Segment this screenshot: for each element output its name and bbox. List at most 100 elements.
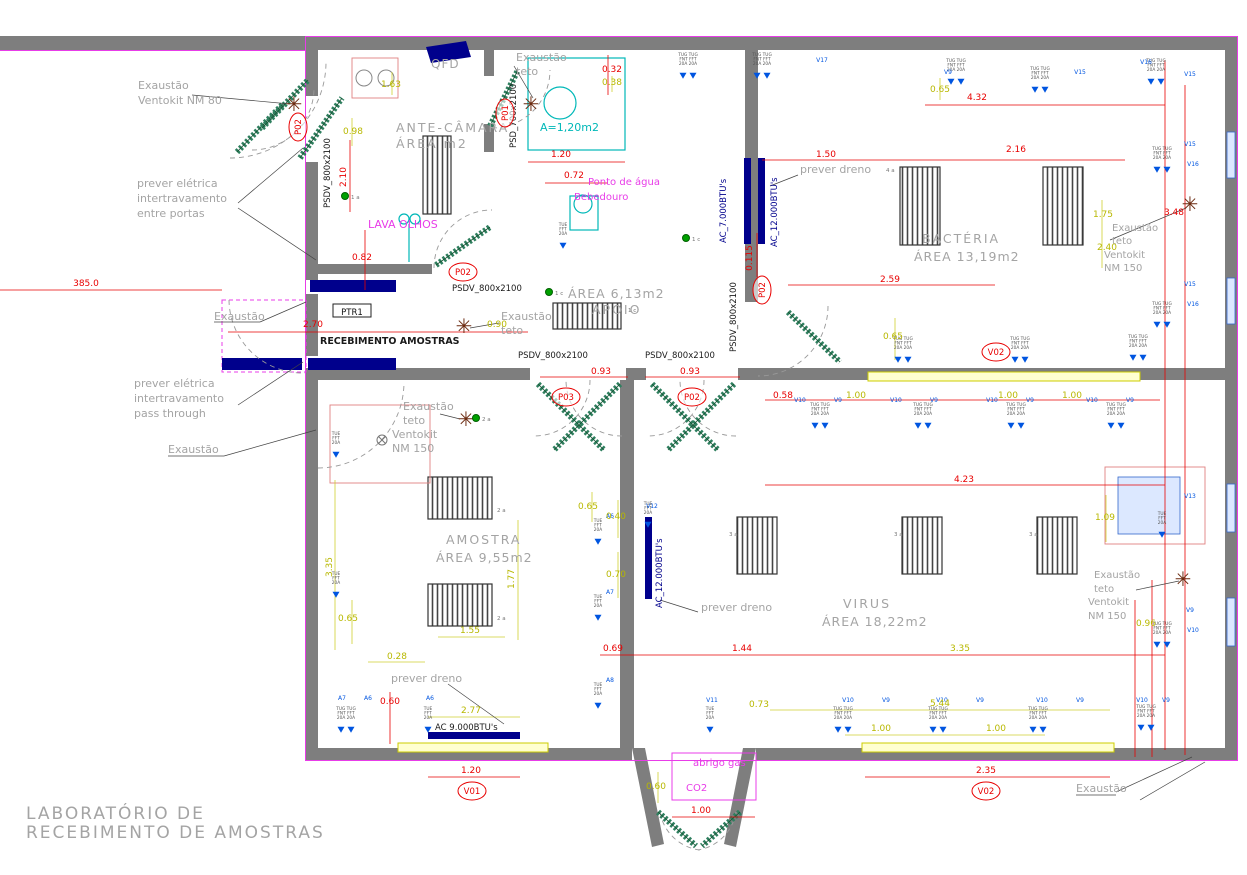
light-point-icon — [341, 192, 349, 200]
circuit-label: V16 — [1140, 59, 1152, 66]
outlet-label: FNT FFT — [1107, 407, 1125, 413]
outlet-label: FNT FFT — [1153, 151, 1171, 157]
outlet-label: 20A 20A — [1147, 67, 1165, 73]
wall-segment — [318, 264, 432, 274]
equipment-bar — [428, 732, 520, 739]
lab-bench — [422, 135, 452, 215]
ceiling-fan-icon — [378, 436, 386, 444]
tag-text: P03 — [558, 393, 574, 403]
annotation: Exaustão — [1112, 223, 1158, 234]
bench-tag: 4 a — [886, 168, 895, 174]
outlet-triangle-icon — [1137, 724, 1145, 731]
outlet-triangle-icon — [1129, 354, 1137, 361]
circuit-label: V10 — [890, 397, 902, 404]
outlet-triangle-icon — [1163, 166, 1171, 173]
dimension-text: 5.44 — [930, 699, 950, 709]
equipment-bar — [744, 158, 751, 244]
annotation: PSDV_800x2100 — [323, 138, 333, 208]
outlet-triangle-icon — [957, 78, 965, 85]
light-point-label: 2 a — [482, 417, 491, 423]
outlet-label: TUG TUG — [1029, 66, 1050, 72]
outlet-triangle-icon — [594, 614, 602, 621]
window-band — [861, 742, 1115, 753]
dimension-text: 0.69 — [603, 644, 623, 654]
dimension-text: 2.40 — [1097, 243, 1117, 253]
circuit-label: V9 — [944, 69, 952, 76]
dimension-text: 1.00 — [691, 806, 711, 816]
leader-line — [439, 413, 461, 420]
circuit-label: V10 — [794, 397, 806, 404]
outlet-label: 20A — [332, 440, 340, 446]
outlet-triangle-icon — [1031, 86, 1039, 93]
outlet-label: 20A 20A — [1031, 75, 1049, 81]
annotation: pass through — [134, 407, 206, 420]
outlet-label: FNT FFT — [1137, 709, 1155, 715]
outlet-label: TUE — [593, 682, 603, 688]
annotation: ÁREA 6,13m2 — [568, 286, 665, 301]
detail-frame — [329, 404, 431, 484]
wall-segment — [632, 748, 664, 847]
outlet-label: FNT FFT — [1029, 711, 1047, 717]
outlet-label: 20A 20A — [1153, 310, 1171, 316]
tag-p02: P02 — [288, 112, 308, 142]
outlet-label: FNT FFT — [947, 63, 965, 69]
dimension-text: 1.00 — [986, 724, 1006, 734]
window-mark — [1226, 131, 1236, 179]
tag-p03: P03 — [551, 387, 581, 407]
door-leaf-edge — [651, 383, 719, 451]
annotation: Exaustão — [1076, 782, 1127, 795]
bench-tag: 3 a — [1029, 532, 1038, 538]
circuit-label: V9 — [834, 397, 842, 404]
circuit-label: V9 — [1126, 397, 1134, 404]
leader-line — [1115, 756, 1193, 793]
door-swing-arc — [533, 379, 591, 437]
circuit-label: V15 — [1184, 71, 1196, 78]
outlet-label: FFT — [1158, 516, 1166, 522]
tag-text: V01 — [464, 787, 481, 797]
leader-line — [223, 429, 317, 457]
outlet-label: 20A 20A — [1107, 411, 1125, 417]
outlet-triangle-icon — [1021, 356, 1029, 363]
outlet-triangle-icon — [594, 538, 602, 545]
wall-segment — [0, 36, 1238, 50]
outlet-label: 20A 20A — [337, 715, 355, 721]
windows-layer — [397, 131, 1236, 753]
tag-p02: P02 — [677, 387, 707, 407]
dimension-text: 2.10 — [339, 167, 349, 187]
outlet-label: 20A 20A — [1153, 630, 1171, 636]
tag-text: P02 — [684, 393, 700, 403]
dimension-text: 0.32 — [602, 65, 622, 75]
outlet-triangle-icon — [1153, 166, 1161, 173]
outlet-label: TUG TUG — [945, 58, 966, 64]
tag-text: V02 — [988, 348, 1005, 358]
dimension-text: 0.58 — [773, 391, 793, 401]
leader-line — [513, 65, 534, 99]
dimension-text: 0.65 — [338, 614, 358, 624]
leader-line — [1135, 580, 1180, 591]
outlet-triangle-icon — [706, 726, 714, 733]
sanitary-fixture — [543, 86, 577, 120]
dimension-text: 1.55 — [460, 626, 480, 636]
annotation: AMOSTRA — [446, 532, 521, 547]
dimension-text: 3.35 — [325, 557, 335, 577]
outlet-label: 20A 20A — [753, 61, 771, 67]
door-swing-arc — [228, 299, 306, 374]
qfd-panel — [426, 41, 471, 63]
annotation: teto — [1112, 236, 1132, 247]
light-point-icon — [545, 288, 553, 296]
circuit-label: V11 — [706, 697, 718, 704]
outlet-label: FFT — [594, 599, 602, 605]
outlet-label: 20A — [424, 715, 432, 721]
circuit-label: V15 — [1074, 69, 1086, 76]
outlet-triangle-icon — [1153, 641, 1161, 648]
outline-layer — [0, 36, 1238, 801]
window-mark — [1226, 277, 1236, 325]
door-leaf-edge — [553, 383, 621, 451]
tag-text: P01 — [501, 105, 511, 121]
fixtures-layer — [222, 41, 1206, 739]
circuit-label: V15 — [1184, 281, 1196, 288]
outlet-label: TUG TUG — [1027, 706, 1048, 712]
dimension-text: 3.48 — [1164, 208, 1184, 218]
